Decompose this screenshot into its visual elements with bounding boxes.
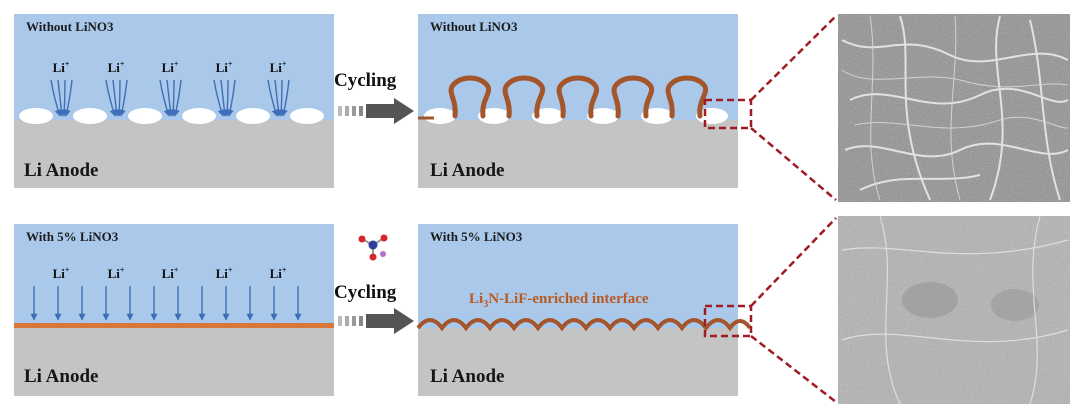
cycling-label-bottom: Cycling	[334, 282, 397, 303]
panel-top-left	[14, 14, 334, 188]
process-arrow-top	[338, 98, 414, 124]
panel-top-right	[418, 14, 738, 188]
li-ion-label: Li+	[107, 265, 125, 281]
anode-label-bottom-right: Li Anode	[430, 366, 505, 387]
anode-region	[418, 328, 738, 396]
li-ion-label: Li+	[161, 265, 179, 281]
panel-title-bottom-left: With 5% LiNO3	[26, 229, 119, 244]
li-ion-label: Li+	[107, 59, 125, 75]
li-ion-label: Li+	[52, 59, 70, 75]
uniform-interface-layer	[14, 323, 334, 328]
anode-label-top-left: Li Anode	[24, 160, 99, 181]
zoom-indicator-top	[703, 15, 837, 201]
li-ion-label: Li+	[269, 59, 287, 75]
panel-title-top-left: Without LiNO3	[26, 19, 114, 34]
ion-flux-arrows-bottom	[30, 286, 302, 321]
electrolyte-region	[418, 14, 738, 120]
interface-label: Li3N-LiF-enriched interface	[469, 291, 649, 310]
li-ion-label: Li+	[215, 59, 233, 75]
ion-flux-arrows-top	[50, 79, 290, 117]
anode-region	[14, 120, 334, 188]
electrolyte-region	[14, 224, 334, 326]
anode-label-top-right: Li Anode	[430, 160, 505, 181]
li-ion-label: Li+	[52, 265, 70, 281]
panel-bottom-left	[14, 224, 334, 396]
electrolyte-region	[418, 224, 738, 328]
zoom-indicator-bottom	[703, 217, 837, 403]
lino3-molecule-icon	[358, 234, 388, 261]
sem-image-rough-surface	[838, 14, 1070, 202]
li-ion-label: Li+	[161, 59, 179, 75]
sem-image-smooth-surface	[838, 216, 1070, 404]
white-deposits	[424, 108, 728, 124]
panel-title-bottom-right: With 5% LiNO3	[430, 229, 523, 244]
panel-bottom-right	[416, 224, 752, 396]
panel-title-top-right: Without LiNO3	[430, 19, 518, 34]
li-ion-label: Li+	[215, 265, 233, 281]
anode-label-bottom-left: Li Anode	[24, 366, 99, 387]
dendrite-growths	[448, 75, 709, 119]
process-arrow-bottom	[338, 308, 414, 334]
anode-region	[14, 326, 334, 396]
white-deposits	[19, 108, 324, 124]
anode-region	[418, 120, 738, 188]
scalloped-interface-layer	[416, 318, 752, 332]
cycling-label-top: Cycling	[334, 70, 397, 91]
li-ion-label: Li+	[269, 265, 287, 281]
